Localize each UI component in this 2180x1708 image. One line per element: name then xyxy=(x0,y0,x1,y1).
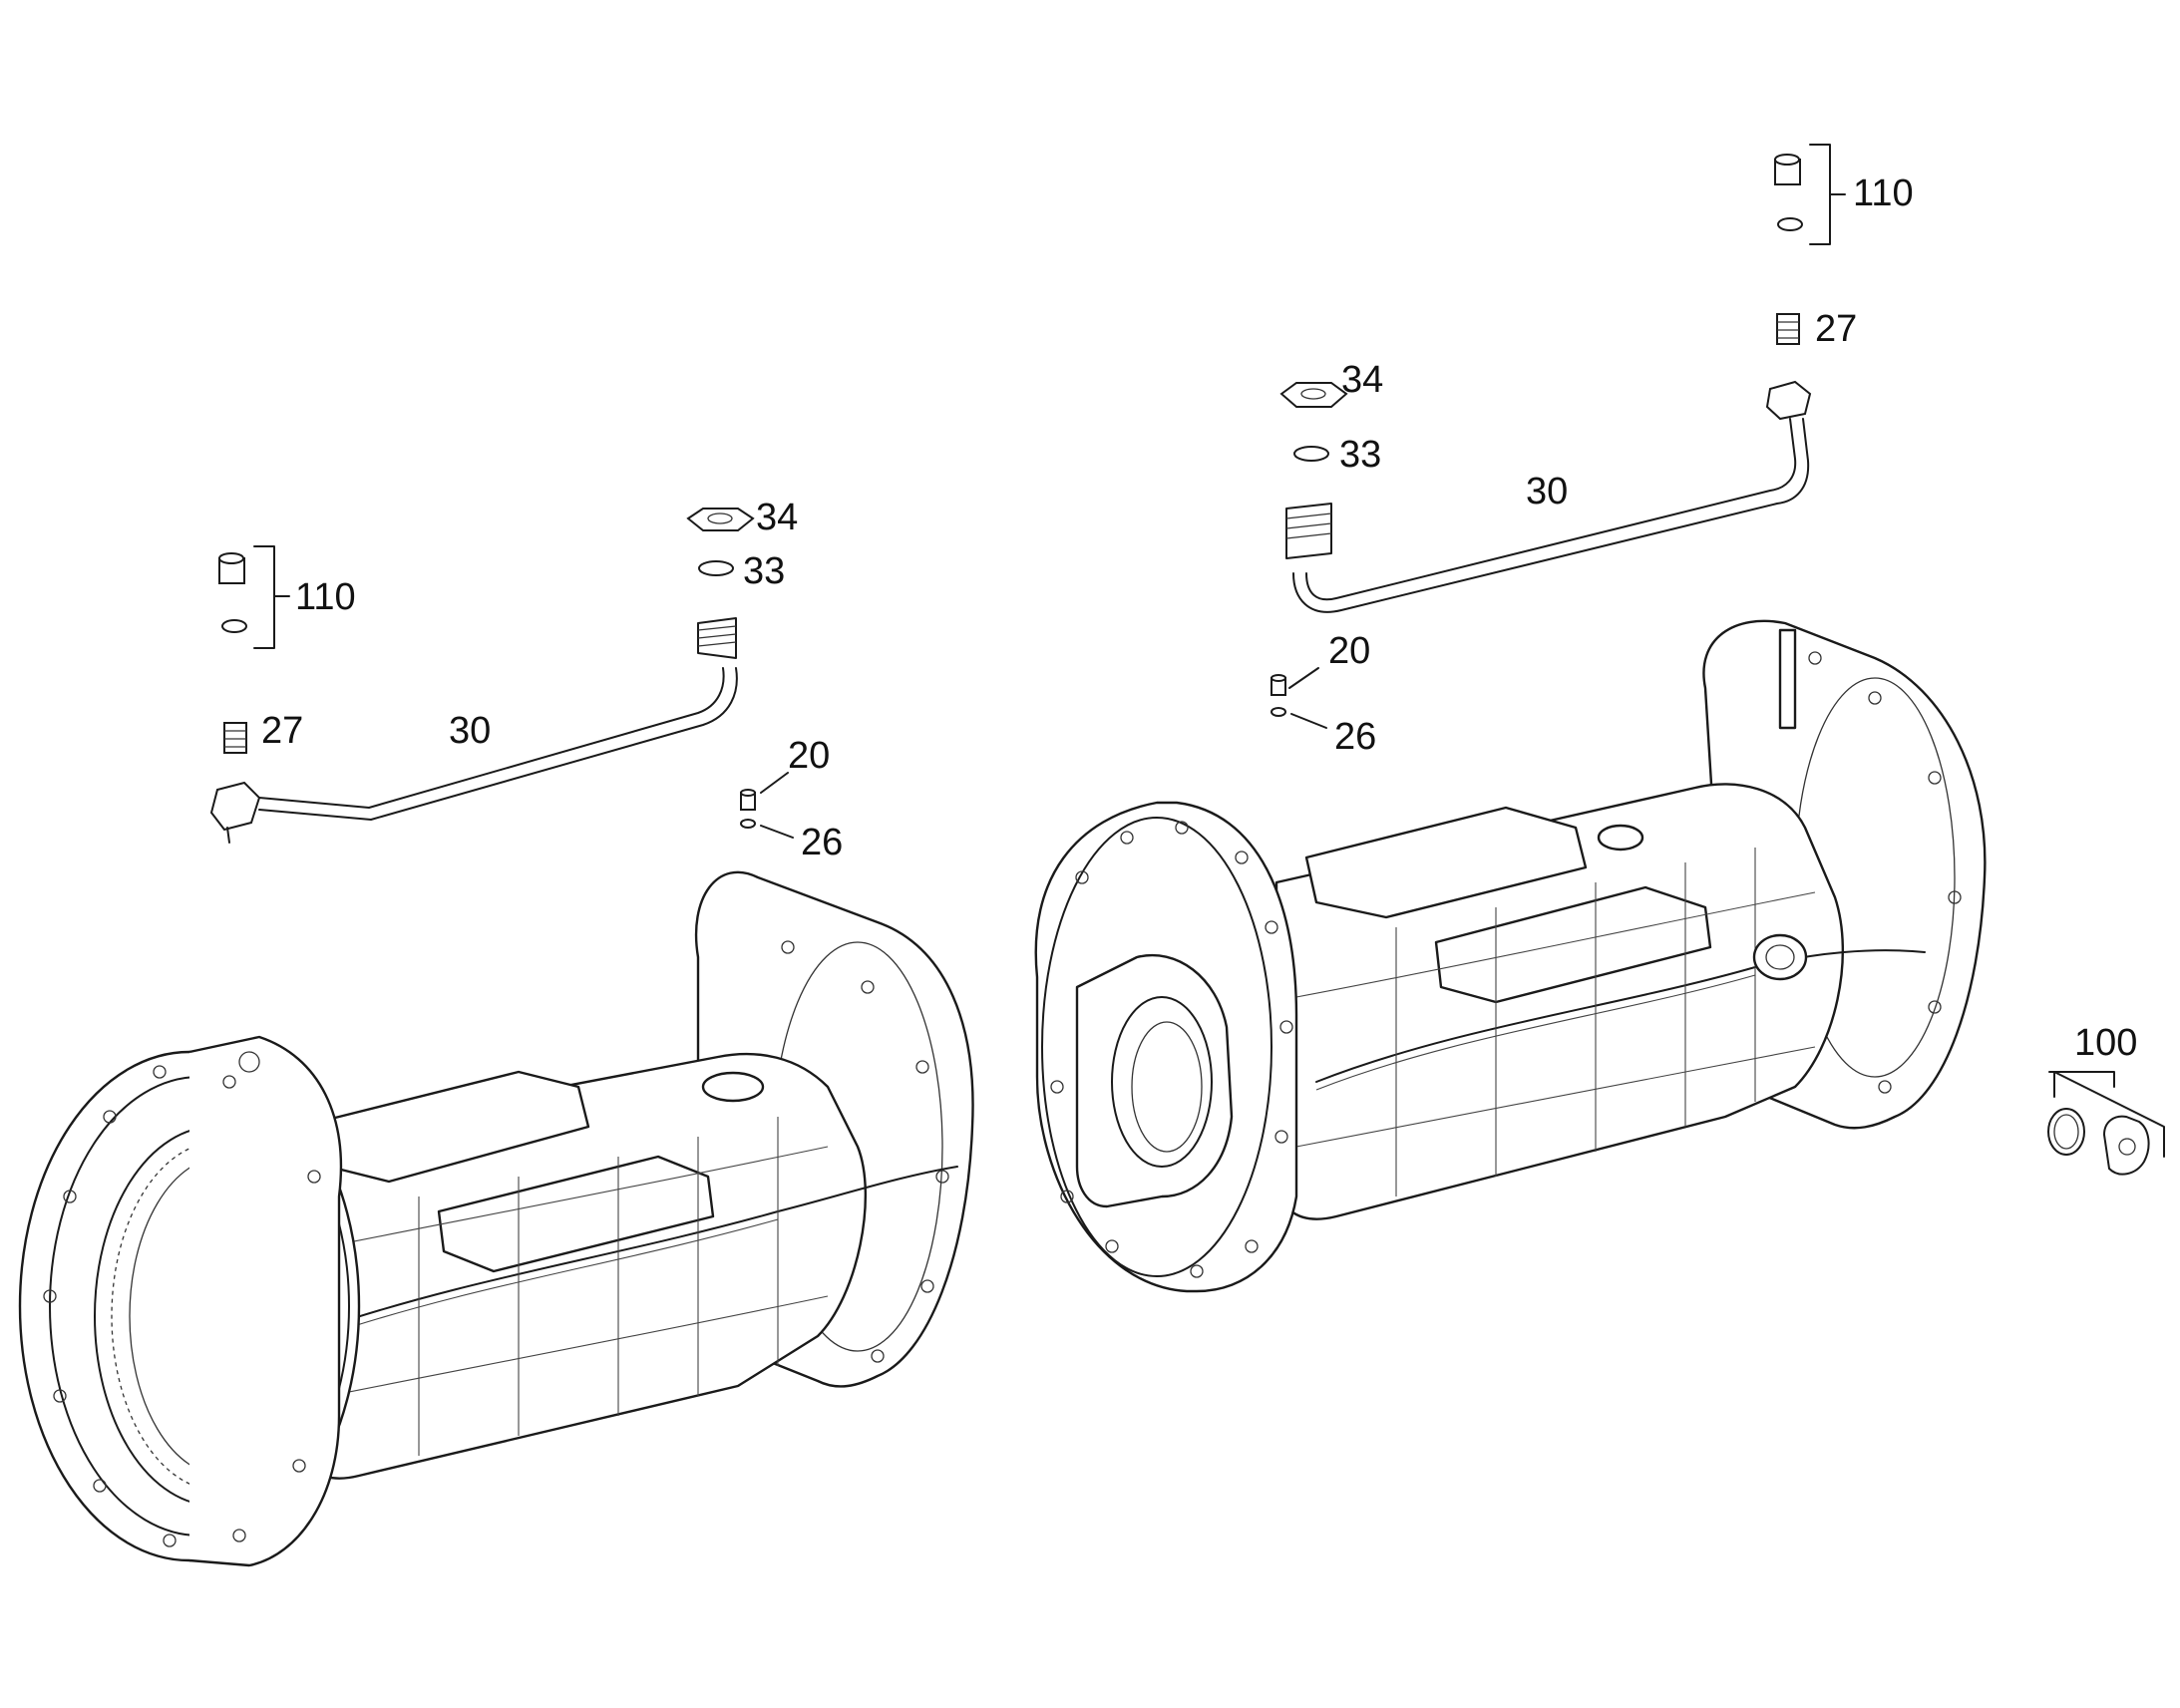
right-part-34-nut xyxy=(1279,382,1348,408)
left-part-34-nut xyxy=(686,508,755,531)
right-part-30-pipe xyxy=(1285,380,1812,613)
callout-left-33: 33 xyxy=(743,550,785,592)
callout-right-27: 27 xyxy=(1815,308,1857,350)
left-part-33-oring xyxy=(698,560,734,576)
right-part-100 xyxy=(2047,1071,2165,1176)
right-part-33-oring xyxy=(1293,446,1329,462)
callout-left-26: 26 xyxy=(801,822,843,863)
left-part-20 xyxy=(740,772,789,811)
callout-left-34: 34 xyxy=(756,497,798,538)
right-part-110 xyxy=(1774,144,1846,245)
callout-left-30: 30 xyxy=(449,710,491,752)
callout-left-27: 27 xyxy=(261,710,303,752)
right-axle-housing xyxy=(1034,619,1987,1293)
callout-right-30: 30 xyxy=(1526,471,1568,512)
right-part-27 xyxy=(1776,313,1800,345)
right-part-20 xyxy=(1271,667,1319,696)
callout-right-110: 110 xyxy=(1853,172,1914,214)
callout-right-100: 100 xyxy=(2074,1022,2137,1064)
left-axle-housing xyxy=(18,870,974,1567)
callout-left-110: 110 xyxy=(295,576,356,618)
left-part-27 xyxy=(223,722,247,754)
callout-left-20: 20 xyxy=(788,735,830,777)
left-part-30-pipe xyxy=(209,617,738,844)
callout-right-34: 34 xyxy=(1341,359,1383,401)
callout-right-20: 20 xyxy=(1328,630,1370,672)
callout-right-26: 26 xyxy=(1334,716,1376,758)
left-part-110 xyxy=(218,545,290,649)
right-part-26 xyxy=(1271,707,1327,729)
left-part-26 xyxy=(740,819,794,839)
callout-right-33: 33 xyxy=(1339,434,1381,476)
